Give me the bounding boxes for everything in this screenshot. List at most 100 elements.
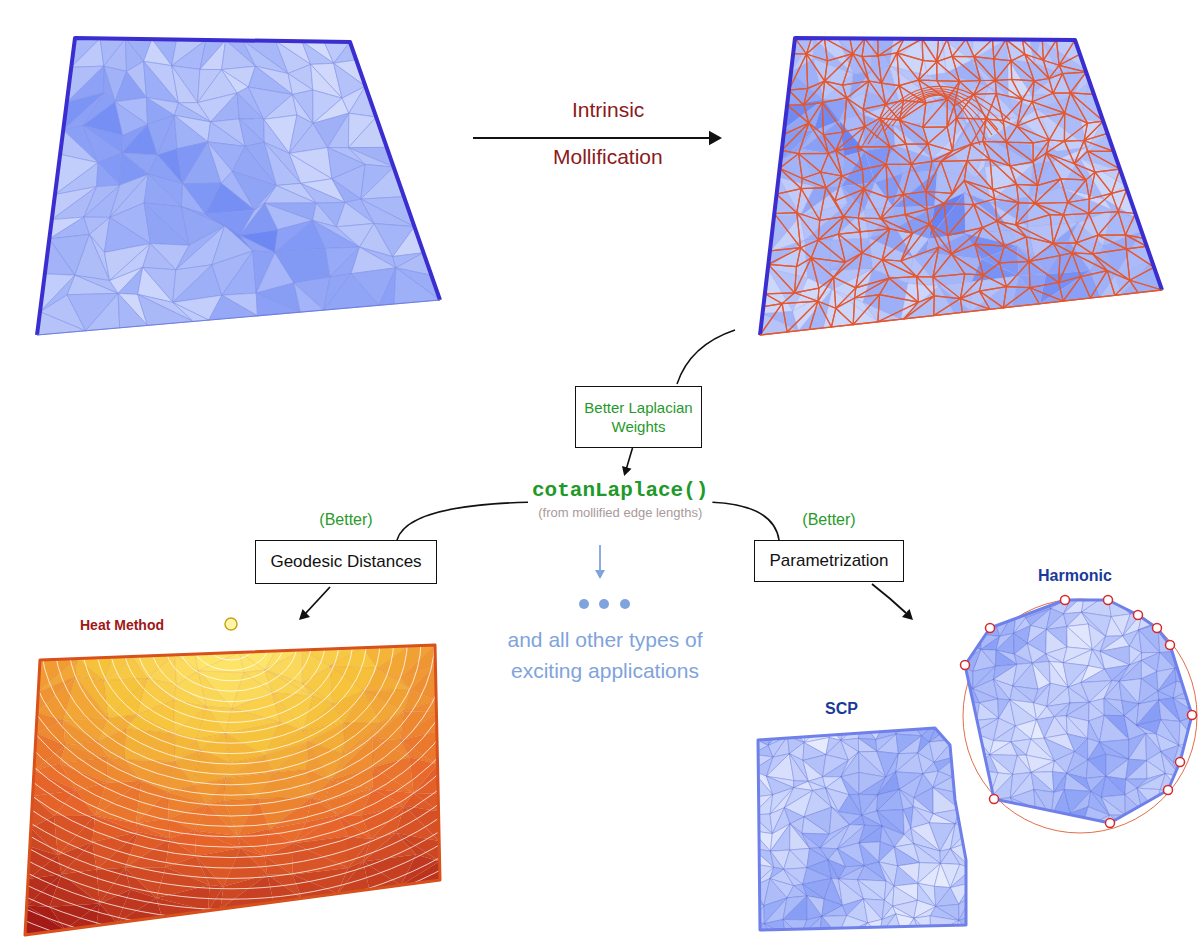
mesh-triangle xyxy=(975,244,1000,275)
mesh-edge xyxy=(760,290,1162,335)
pinned-vertex xyxy=(986,624,995,633)
isoline xyxy=(150,578,312,701)
connector-line xyxy=(397,502,528,540)
mesh-triangle xyxy=(906,144,928,165)
pinned-vertex xyxy=(1104,596,1113,605)
mesh-triangle xyxy=(923,99,947,127)
mesh-triangle xyxy=(990,594,1017,607)
mesh-triangle xyxy=(1064,773,1090,791)
mesh-triangle xyxy=(770,824,790,851)
ellipsis-dot xyxy=(579,599,589,609)
mollified-arc xyxy=(892,94,986,140)
mesh-triangle xyxy=(958,781,972,795)
mesh-triangle xyxy=(841,777,859,795)
mesh-triangle xyxy=(809,103,824,135)
boundary-circle xyxy=(963,599,1197,833)
mesh-triangle xyxy=(853,295,879,325)
boundary-edge xyxy=(965,600,1192,823)
mesh-triangle xyxy=(115,71,146,101)
mesh-triangle xyxy=(801,916,822,936)
mesh-triangle xyxy=(1015,810,1032,830)
pinned-vertex xyxy=(1061,596,1070,605)
mesh-triangle xyxy=(974,57,995,81)
mesh-triangle xyxy=(797,189,820,221)
mesh-triangle xyxy=(894,866,918,886)
mesh-triangle xyxy=(1035,179,1068,204)
mesh-triangle xyxy=(1182,628,1198,651)
mesh-triangle xyxy=(1035,203,1068,215)
boundary-edge xyxy=(760,38,1162,335)
mesh-triangle xyxy=(62,842,97,874)
mesh-triangle xyxy=(1100,715,1129,742)
ellipsis-dot xyxy=(620,599,630,609)
mesh-triangle xyxy=(1017,184,1038,203)
mesh-triangle xyxy=(951,228,982,254)
mesh-triangle xyxy=(332,179,361,203)
arrow-head xyxy=(709,131,722,145)
mesh-triangle xyxy=(900,120,929,144)
pinned-vertex xyxy=(1176,758,1185,767)
mesh-triangle xyxy=(1173,594,1198,616)
mesh-triangle xyxy=(856,923,880,936)
mesh-triangle xyxy=(933,274,965,299)
mesh-triangle xyxy=(901,247,939,277)
mesh-triangle xyxy=(752,795,773,815)
mesh-triangle xyxy=(801,179,826,189)
mesh-group xyxy=(752,722,972,936)
mesh-triangle xyxy=(265,843,294,874)
mesh-triangle xyxy=(882,53,900,86)
pinned-vertex xyxy=(990,795,999,804)
mesh-triangle xyxy=(826,176,842,201)
mesh-triangle xyxy=(950,864,972,887)
mesh-triangle xyxy=(1053,74,1070,94)
mesh-triangle xyxy=(958,795,974,812)
mesh-triangle xyxy=(799,154,821,179)
function-name: cotanLaplace() xyxy=(532,478,708,504)
mesh-triangle xyxy=(958,811,973,830)
mesh-group xyxy=(37,38,440,335)
mesh-triangle xyxy=(802,817,829,834)
mesh-triangle xyxy=(958,733,979,753)
mesh-triangle xyxy=(784,850,807,869)
mesh-triangle xyxy=(974,80,996,94)
mesh-triangle xyxy=(1129,733,1147,760)
mesh-triangle xyxy=(802,172,826,188)
mesh-triangle xyxy=(86,293,120,330)
mesh-triangle xyxy=(952,762,972,777)
mesh-triangle xyxy=(1051,813,1070,830)
pinned-vertex xyxy=(1134,611,1143,620)
mesh-triangle xyxy=(752,795,773,815)
mollified-arcs xyxy=(860,86,1010,150)
mesh-triangle xyxy=(858,738,877,751)
mesh-triangle xyxy=(882,83,900,104)
mesh-triangle xyxy=(905,209,929,224)
mesh-triangle xyxy=(1031,761,1054,773)
isoline xyxy=(0,391,558,889)
mesh-triangle xyxy=(947,39,966,56)
mesh-triangle xyxy=(752,814,772,834)
mesh-triangle xyxy=(1035,203,1064,214)
mesh-triangle xyxy=(1106,617,1123,637)
mesh-triangle xyxy=(1139,630,1160,653)
mesh-triangle xyxy=(1012,79,1034,99)
mesh-triangle xyxy=(994,679,1010,699)
process-box: (Better)Geodesic Distances xyxy=(255,540,437,584)
boundary-edge xyxy=(25,645,440,935)
mesh-triangle xyxy=(1155,797,1185,816)
mesh-triangle xyxy=(993,184,1019,202)
mesh-triangle xyxy=(783,896,807,920)
mesh-triangle xyxy=(953,740,972,762)
mesh-triangle xyxy=(958,770,975,794)
mesh-triangle xyxy=(1067,627,1093,650)
mesh-triangle xyxy=(289,153,332,183)
mesh-triangle xyxy=(404,700,437,712)
mesh-triangle xyxy=(858,880,887,901)
arrow-head xyxy=(299,609,310,620)
mesh-triangle xyxy=(1181,774,1198,797)
mesh-triangle xyxy=(770,824,790,851)
mollified-arc xyxy=(876,91,998,138)
box-text: Parametrization xyxy=(769,551,888,571)
ellipsis-dot xyxy=(599,599,609,609)
harmonic-mesh xyxy=(958,594,1198,830)
mesh-triangle xyxy=(919,60,937,80)
